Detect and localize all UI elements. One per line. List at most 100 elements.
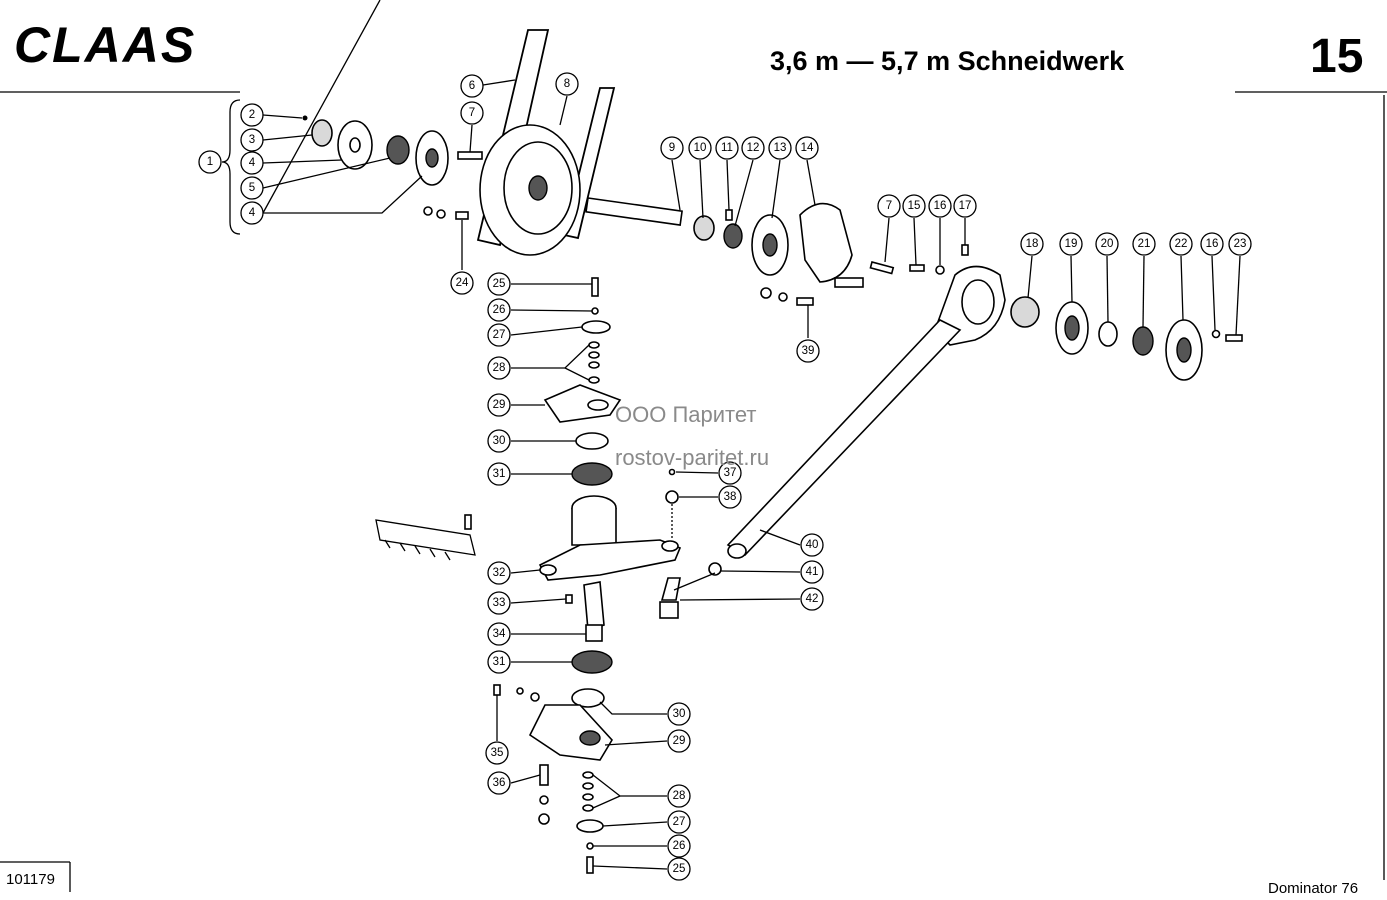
leader-28a-1 bbox=[511, 344, 590, 369]
callout-25: 25 bbox=[487, 272, 511, 296]
callout-38: 38 bbox=[718, 485, 742, 509]
knife-bolt bbox=[464, 514, 472, 530]
leader-20 bbox=[1106, 255, 1109, 323]
part-40-rod bbox=[726, 319, 962, 557]
washer-small bbox=[423, 206, 433, 216]
callout-31-second: 31 bbox=[487, 650, 511, 674]
part-33-pin bbox=[565, 594, 573, 604]
part-14-crank-pin bbox=[834, 277, 864, 288]
callout-label: 22 bbox=[1175, 238, 1188, 250]
part-39-bolt bbox=[796, 297, 814, 306]
part-27-disc-lower bbox=[576, 819, 604, 833]
part-28-shim-lower-3 bbox=[582, 793, 594, 801]
callout-label: 9 bbox=[669, 142, 675, 154]
part-31-bearing bbox=[571, 462, 613, 486]
callout-label: 29 bbox=[493, 399, 506, 411]
callout-1: 1 bbox=[198, 150, 222, 174]
callout-label: 31 bbox=[493, 468, 506, 480]
leader-16b bbox=[1211, 255, 1216, 331]
callout-label: 8 bbox=[564, 78, 570, 90]
callout-42: 42 bbox=[800, 587, 824, 611]
callout-label: 5 bbox=[249, 182, 255, 194]
leader-30b bbox=[599, 701, 667, 715]
watermark-line-1: ООО Паритет bbox=[615, 402, 756, 427]
callout-7-second: 7 bbox=[877, 194, 901, 218]
part-32-housing bbox=[571, 508, 617, 546]
part-29-bracket-hole bbox=[587, 399, 609, 411]
part-28-shim-lower-1 bbox=[582, 771, 594, 779]
lever-hole-right bbox=[661, 540, 679, 552]
part-28-shim-4 bbox=[588, 376, 600, 384]
right-side-bearing-parts bbox=[1010, 296, 1243, 381]
nut-35 bbox=[530, 692, 540, 702]
callout-label: 24 bbox=[456, 277, 469, 289]
callout-27: 27 bbox=[487, 323, 511, 347]
leader-4b bbox=[262, 0, 381, 214]
callout-16-second: 16 bbox=[1200, 232, 1224, 256]
part-28-shim-1 bbox=[588, 341, 600, 349]
callout-21: 21 bbox=[1132, 232, 1156, 256]
callout-36: 36 bbox=[487, 771, 511, 795]
callout-28-second: 28 bbox=[667, 784, 691, 808]
callout-25-second: 25 bbox=[667, 857, 691, 881]
leader-36 bbox=[510, 774, 541, 784]
part-16-washer-2 bbox=[1211, 329, 1221, 339]
nut-39 bbox=[760, 287, 772, 299]
callout-label: 16 bbox=[1206, 238, 1219, 250]
callout-label: 15 bbox=[908, 200, 921, 212]
leader-32 bbox=[510, 569, 541, 574]
callout-label: 20 bbox=[1101, 238, 1114, 250]
callout-label: 36 bbox=[493, 777, 506, 789]
callout-label: 18 bbox=[1026, 238, 1039, 250]
callout-label: 1 bbox=[207, 156, 213, 168]
callout-29-second: 29 bbox=[667, 729, 691, 753]
callout-label: 38 bbox=[724, 491, 737, 503]
part-16-washer bbox=[935, 265, 945, 275]
callout-27-second: 27 bbox=[667, 810, 691, 834]
part-20-ring bbox=[1098, 321, 1118, 347]
callout-16: 16 bbox=[928, 194, 952, 218]
leader-13 bbox=[771, 159, 781, 219]
callout-26-second: 26 bbox=[667, 834, 691, 858]
part-22-flange-hub bbox=[1176, 337, 1192, 363]
leader-28b-1 bbox=[592, 774, 667, 797]
leader-26a bbox=[510, 309, 593, 312]
part-42-thread bbox=[673, 572, 716, 591]
callout-8: 8 bbox=[555, 72, 579, 96]
part-24-bolt bbox=[455, 211, 469, 220]
leader-lines bbox=[262, 0, 1241, 870]
brand-logo-text: CLAAS bbox=[14, 17, 196, 73]
callout-label: 4 bbox=[249, 157, 256, 169]
callout-4: 4 bbox=[240, 151, 264, 175]
part-37-pin bbox=[668, 468, 676, 476]
callout-32: 32 bbox=[487, 561, 511, 585]
model-name: Dominator 76 bbox=[1268, 880, 1358, 897]
callout-label: 41 bbox=[806, 566, 819, 578]
part-34-stud-base bbox=[585, 624, 603, 642]
callout-label: 12 bbox=[747, 142, 760, 154]
callout-3: 3 bbox=[240, 128, 264, 152]
page-number: 15 bbox=[1310, 30, 1363, 83]
part-15-screw bbox=[909, 264, 925, 272]
callout-4-second: 4 bbox=[240, 201, 264, 225]
callout-29: 29 bbox=[487, 393, 511, 417]
callout-label: 39 bbox=[802, 345, 815, 357]
callout-18: 18 bbox=[1020, 232, 1044, 256]
part-7-pin bbox=[457, 151, 483, 160]
leader-41 bbox=[720, 570, 801, 573]
leader-22 bbox=[1180, 255, 1184, 321]
part-21-bearing bbox=[1132, 326, 1154, 356]
callout-37: 37 bbox=[718, 461, 742, 485]
part-4-flange-2-hub bbox=[425, 148, 439, 168]
part-3-bushing bbox=[311, 119, 333, 147]
upper-pivot-stack bbox=[543, 277, 622, 486]
part-31-bearing-lower bbox=[571, 650, 613, 674]
callout-label: 16 bbox=[934, 200, 947, 212]
callout-14: 14 bbox=[795, 136, 819, 160]
callout-label: 29 bbox=[673, 735, 686, 747]
leader-5 bbox=[262, 157, 391, 189]
callout-label: 37 bbox=[724, 467, 737, 479]
callout-39: 39 bbox=[796, 339, 820, 363]
leader-10 bbox=[699, 159, 704, 219]
callout-35: 35 bbox=[485, 741, 509, 765]
